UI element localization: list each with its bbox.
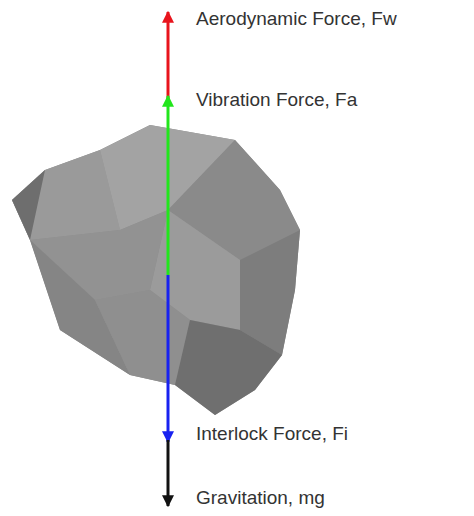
aerodynamic-arrow — [167, 12, 170, 100]
vibration-arrow — [167, 96, 170, 275]
gravitation-arrow — [167, 440, 170, 506]
rock-particle — [12, 125, 300, 415]
force-label: Vibration Force, Fa — [196, 89, 357, 111]
force-arrows — [168, 12, 169, 506]
force-label: Aerodynamic Force, Fw — [196, 8, 397, 30]
force-label: Gravitation, mg — [196, 487, 325, 509]
interlock-arrow — [167, 275, 170, 442]
force-label: Interlock Force, Fi — [196, 423, 348, 445]
